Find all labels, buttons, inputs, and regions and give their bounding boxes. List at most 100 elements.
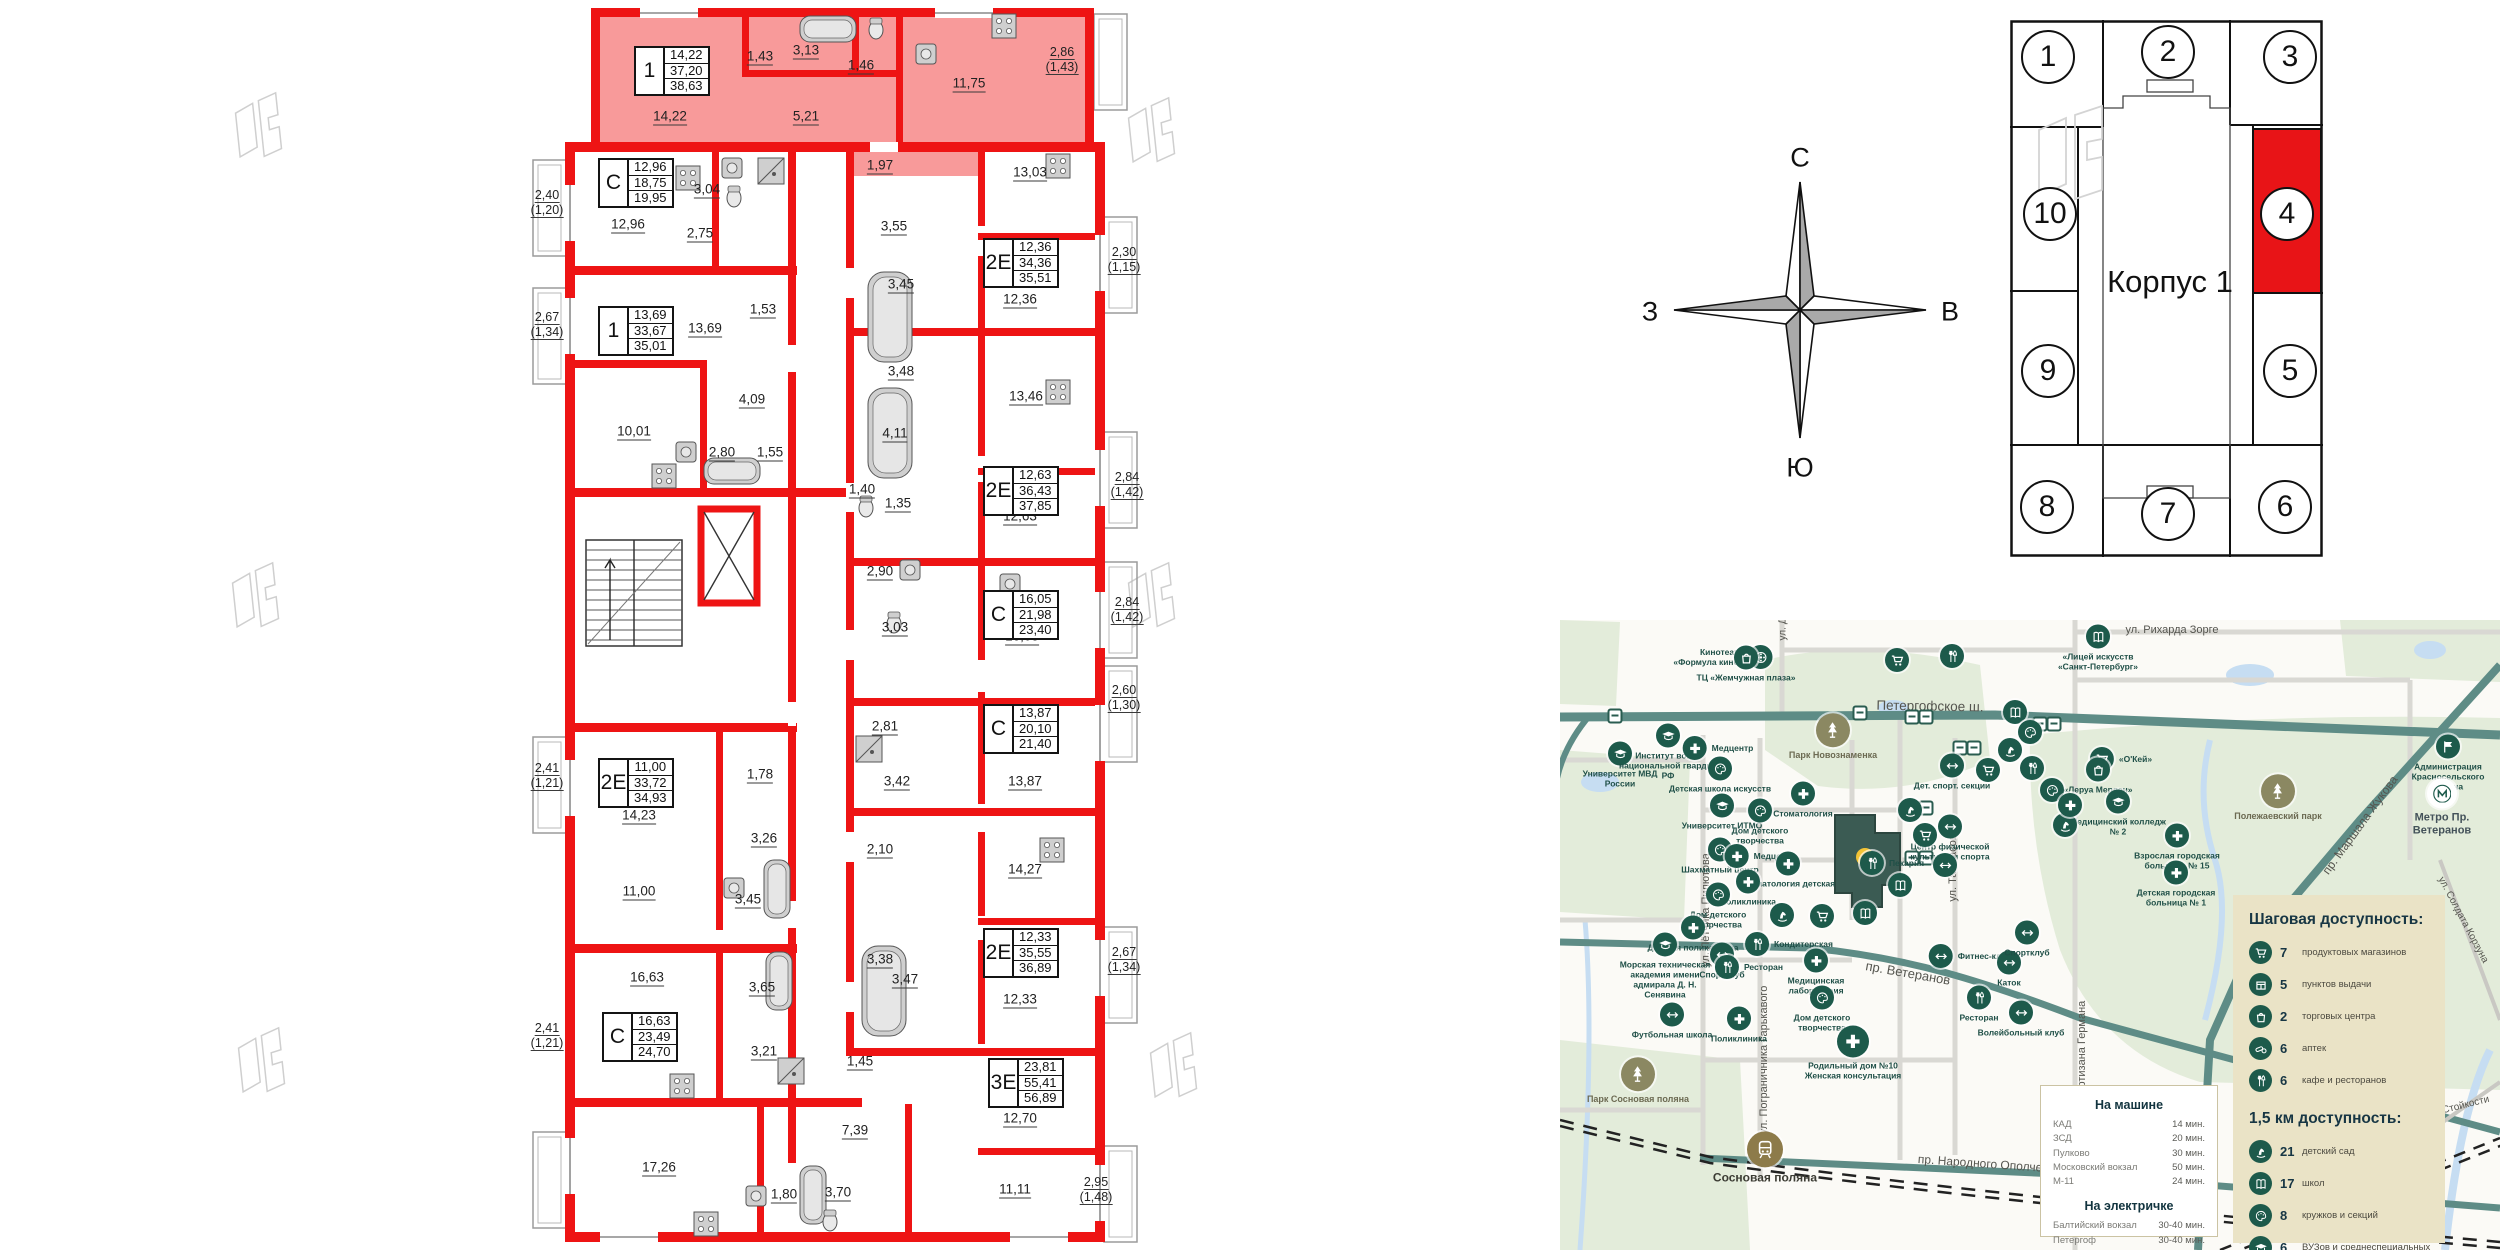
apartment-area-value: 23,40 [1019,622,1052,637]
korpus-section-4-selected[interactable]: 4 [2260,187,2314,241]
room-area-label: 1,78 [746,766,774,784]
balcony-area-label: 2,41(1,21) [530,1021,564,1051]
korpus-section-6[interactable]: 6 [2258,480,2312,534]
palette-icon [1748,798,1772,823]
map-poi-bag-icon: «Леруа Мерлен» [2046,757,2150,794]
transit-stop-icon [1852,705,1868,721]
grad-icon [1653,932,1677,957]
apartment-area-value: 14,22 [665,47,708,64]
arrows-icon [1933,853,1957,877]
room-area-label: 1,97 [866,157,894,175]
cart-icon [1913,823,1937,847]
apartment-area-value: 37,20 [665,63,708,79]
legend-count: 5 [2280,977,2288,992]
arrows-icon [1660,1002,1684,1027]
cafe-icon [1714,955,1739,979]
room-area-label: 3,04 [693,181,721,199]
legend-count: 8 [2280,1208,2288,1223]
map-poi-label: Медцентр [1753,850,1796,861]
map-poi-label: Кинотеатр «Формула кино» [1673,646,1744,667]
map-poi-book-icon [2003,700,2027,724]
cross-icon [1791,781,1815,806]
room-area-label: 13,69 [688,320,722,338]
korpus-section-10[interactable]: 10 [2023,187,2077,241]
cart-icon [1976,758,2000,782]
apartment-area-value: 21,40 [1019,736,1052,751]
palette-icon [1708,756,1732,781]
horse-icon [1898,798,1922,822]
transit-stop-icon [1607,708,1623,724]
korpus-section-3[interactable]: 3 [2263,30,2317,84]
legend-text: кафе и ресторанов [2302,1075,2387,1086]
legend-text: кружков и секций [2302,1210,2378,1221]
map-poi-cross-icon: Детская поликлиника [1641,915,1745,952]
legend-count: 21 [2280,1144,2295,1159]
room-area-label: 2,75 [686,225,714,243]
transit-stop-icon [1904,709,1920,725]
apartment-area-value: 33,72 [629,775,672,791]
map-poi-palette-icon [2018,720,2042,744]
grad-icon [1656,723,1680,748]
korpus-section-8[interactable]: 8 [2020,480,2074,534]
korpus-section-7[interactable]: 7 [2141,487,2195,541]
map-poi-cafe-icon [2020,756,2044,780]
room-area-label: 13,46 [1009,388,1043,406]
brand-logo [233,92,283,160]
cross-icon [2165,823,2189,848]
map-poi-tree-icon: Парк Сосновая поляна [1586,1057,1690,1105]
map-poi-grad-icon: Институт войск национальной гвардии РФ [1616,723,1720,781]
room-area-label: 3,26 [750,830,778,848]
pills-icon [2249,1037,2272,1060]
map-poi-cross-icon: Поликлиника [1687,1006,1791,1043]
apartment-area-value: 12,36 [1014,239,1057,256]
room-area-label: 3,47 [891,971,919,989]
room-area-label: 14,22 [653,108,687,126]
book-icon [2249,1172,2272,1195]
apartment-area-value: 23,49 [633,1029,676,1045]
map-poi-label: «Леруа Мерлен» [2063,784,2133,795]
map-poi-arrows-icon: Футбольная школа [1620,1002,1724,1039]
legend-item: 8 кружков и секций [2249,1204,2431,1227]
apartment-type-label: 1 [636,48,665,94]
korpus-section-2[interactable]: 2 [2141,25,2195,79]
transit-stop-icon [1966,740,1982,756]
legend-text: ВУЗов и среднеспециальных учебных заведе… [2302,1242,2431,1250]
cafe-icon [2020,756,2044,780]
korpus-section-5[interactable]: 5 [2263,344,2317,398]
map-poi-label: ТЦ «Жемчужная плаза» [1696,672,1796,683]
book-icon [2003,700,2027,724]
room-area-label: 1,53 [749,301,777,319]
room-area-label: 5,21 [792,108,820,126]
korpus-section-1[interactable]: 1 [2021,30,2075,84]
legend-text: школ [2302,1178,2325,1189]
room-area-label: 2,90 [866,563,894,581]
balcony-area-label: 2,67(1,34) [530,310,564,340]
map-poi-label: Поликлиника [1719,896,1777,907]
room-area-label: 3,21 [750,1043,778,1061]
map-poi-label: Медицинский колледж № 2 [2070,816,2166,837]
transit-stop-icon [1918,850,1934,866]
map-poi-cart-icon [1810,904,1834,928]
water-areas [1577,641,2494,1250]
room-area-label: 12,33 [1003,991,1037,1009]
korpus-section-9[interactable]: 9 [2021,344,2075,398]
map-poi-label: Сосновая поляна [1712,1170,1818,1185]
map-poi-cross-icon: Поликлиника [1696,869,1800,906]
room-area-label: 1,80 [770,1186,798,1204]
